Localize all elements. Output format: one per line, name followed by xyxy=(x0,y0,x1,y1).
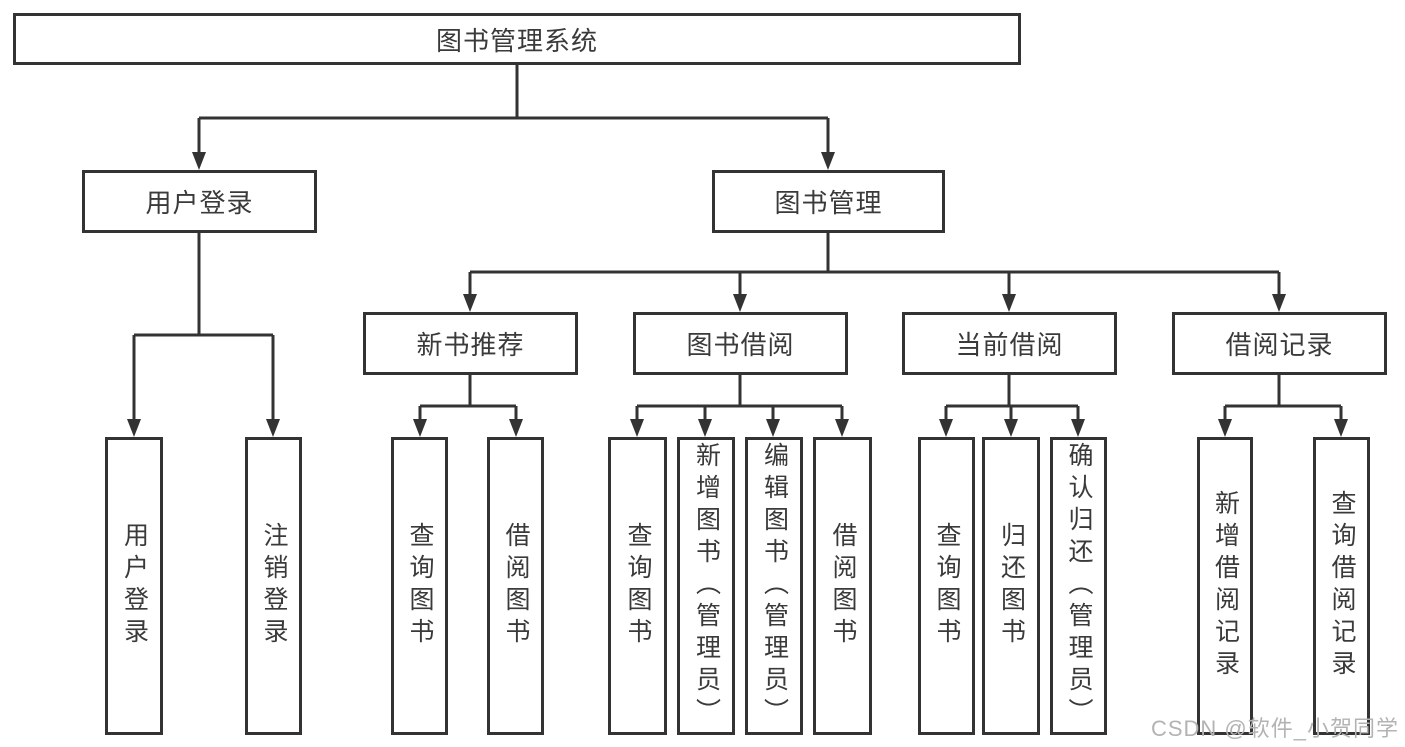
arrowheads xyxy=(127,152,1348,437)
node-label: 图书借阅 xyxy=(686,330,795,360)
leaf-add-borrow-record: 新增借阅记录 xyxy=(1197,437,1253,735)
node-label: 新增借阅记录 xyxy=(1211,490,1240,682)
leaf-edit-book-admin: 编辑图书（管理员） xyxy=(745,437,803,735)
node-current-borrow: 当前借阅 xyxy=(902,312,1117,375)
node-label: 编辑图书（管理员） xyxy=(760,442,789,730)
node-label: 新书推荐 xyxy=(416,330,525,360)
leaf-confirm-return-admin: 确认归还（管理员） xyxy=(1050,437,1107,735)
node-label: 查询图书 xyxy=(624,522,652,650)
leaf-user-login: 用户登录 xyxy=(105,437,163,735)
node-label: 查询图书 xyxy=(933,522,961,650)
node-borrow-records: 借阅记录 xyxy=(1172,312,1387,375)
node-book-management: 图书管理 xyxy=(712,170,945,233)
node-label: 借阅记录 xyxy=(1225,330,1334,360)
node-label: 图书管理 xyxy=(774,188,883,218)
leaf-query-book-recommend: 查询图书 xyxy=(391,437,448,735)
node-label: 用户登录 xyxy=(145,188,254,218)
node-label: 新增图书（管理员） xyxy=(692,442,721,730)
node-label: 图书管理系统 xyxy=(435,25,598,56)
leaf-borrow-book-recommend: 借阅图书 xyxy=(487,437,544,735)
node-label: 查询图书 xyxy=(406,522,434,650)
leaf-query-book-borrow: 查询图书 xyxy=(608,437,667,735)
leaf-borrow-book: 借阅图书 xyxy=(813,437,872,735)
node-label: 借阅图书 xyxy=(829,522,857,650)
node-book-borrow: 图书借阅 xyxy=(633,312,848,375)
node-new-book-recommend: 新书推荐 xyxy=(363,312,578,375)
leaf-logout: 注销登录 xyxy=(245,437,302,735)
node-label: 注销登录 xyxy=(260,522,288,650)
node-label: 当前借阅 xyxy=(955,330,1064,360)
leaf-query-borrow-record: 查询借阅记录 xyxy=(1313,437,1370,735)
leaf-add-book-admin: 新增图书（管理员） xyxy=(677,437,735,735)
node-label: 确认归还（管理员） xyxy=(1065,442,1093,730)
node-label: 借阅图书 xyxy=(502,522,530,650)
node-label: 查询借阅记录 xyxy=(1328,490,1356,682)
watermark: CSDN @软件_小贺同学 xyxy=(1150,716,1399,741)
node-label: 归还图书 xyxy=(997,522,1026,650)
node-root-system: 图书管理系统 xyxy=(13,13,1021,65)
node-label: 用户登录 xyxy=(120,522,149,650)
leaf-query-book-current: 查询图书 xyxy=(918,437,975,735)
node-user-login-branch: 用户登录 xyxy=(82,170,317,233)
leaf-return-book: 归还图书 xyxy=(982,437,1040,735)
